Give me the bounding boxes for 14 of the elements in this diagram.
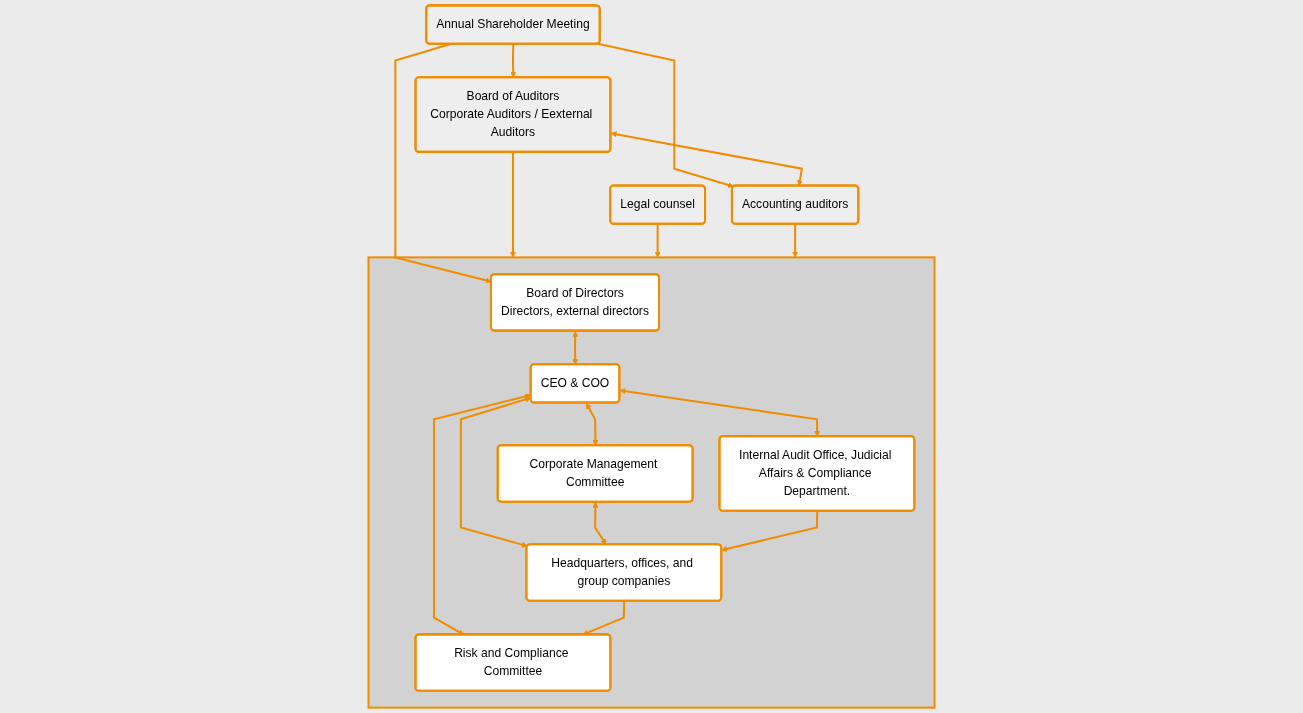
arrow <box>459 396 531 548</box>
arrow <box>792 223 799 258</box>
arrow <box>654 223 661 258</box>
arrow <box>597 42 734 188</box>
arrow <box>433 393 531 635</box>
arrow <box>585 402 599 446</box>
arrow <box>592 502 607 545</box>
cluster <box>367 256 936 709</box>
arrow <box>619 388 821 437</box>
arrow <box>572 330 579 365</box>
arrow <box>510 151 516 258</box>
arrow <box>510 44 517 78</box>
arrow <box>721 511 819 552</box>
arrow <box>394 43 492 284</box>
